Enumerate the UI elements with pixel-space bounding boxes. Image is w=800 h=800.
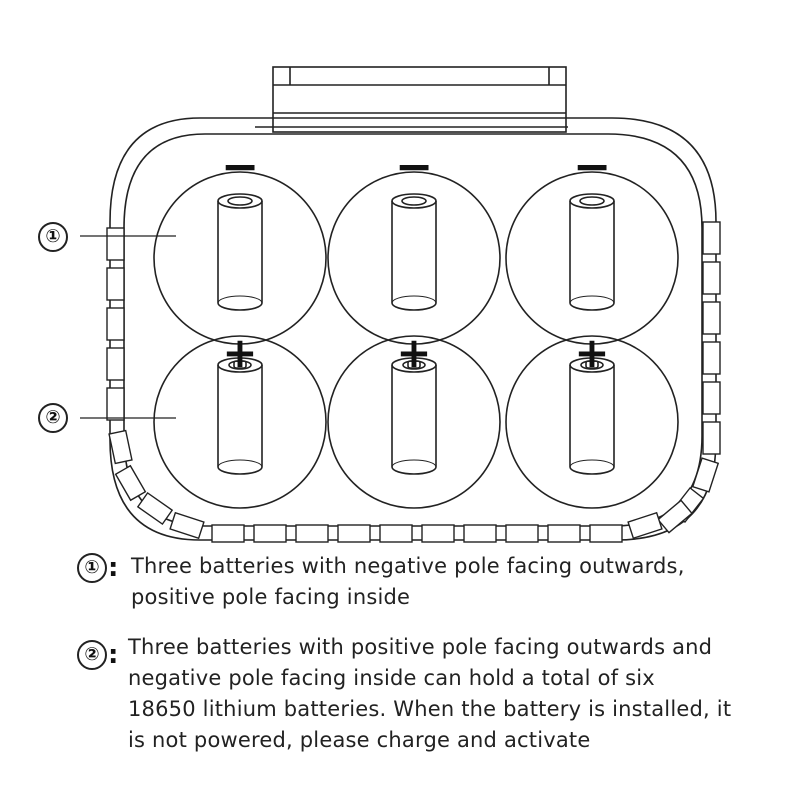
note-1-colon: : (108, 553, 119, 583)
gasket-segment (106, 267, 125, 301)
gasket-segment (379, 524, 413, 543)
case-gasket (106, 221, 721, 543)
gasket-segment (702, 381, 721, 415)
negative-sign: − (572, 139, 612, 193)
note-1-line-1: Three batteries with negative pole facin… (131, 554, 685, 578)
positive-sign: + (396, 328, 432, 377)
callout-marker-2: ② (38, 403, 68, 433)
positive-sign: + (574, 328, 610, 377)
note-2-line-4: is not powered, please charge and activa… (128, 728, 591, 752)
note-2-marker: ② (77, 640, 107, 670)
note-2-line-3: 18650 lithium batteries. When the batter… (128, 697, 732, 721)
battery-slot (327, 171, 501, 345)
gasket-segment (691, 457, 720, 493)
gasket-segment (702, 221, 721, 255)
battery-cell (569, 193, 615, 311)
note-2-line-1: Three batteries with positive pole facin… (128, 635, 713, 659)
battery-slots (153, 171, 679, 509)
slot-outline (505, 171, 679, 345)
note-1-marker: ① (77, 553, 107, 583)
gasket-segment (589, 524, 623, 543)
note-2-line-2: negative pole facing inside can hold a t… (128, 666, 655, 690)
note-2-colon: : (108, 640, 119, 670)
negative-sign: − (220, 139, 260, 193)
callout-leaders (80, 235, 176, 419)
gasket-segment (463, 524, 497, 543)
battery-cell (391, 193, 437, 311)
gasket-segment (136, 491, 174, 526)
gasket-segment (106, 227, 125, 261)
gasket-segment (505, 524, 539, 543)
negative-sign: − (394, 139, 434, 193)
battery-slot (153, 171, 327, 345)
slot-outline (505, 335, 679, 509)
battery-slot (327, 335, 501, 509)
gasket-segment (295, 524, 329, 543)
gasket-segment (702, 301, 721, 335)
battery-cell (391, 357, 437, 475)
gasket-segment (106, 307, 125, 341)
battery-slot (505, 171, 679, 345)
gasket-segment (108, 429, 133, 465)
gasket-segment (627, 511, 663, 540)
battery-slot (153, 335, 327, 509)
gasket-segment (337, 524, 371, 543)
gasket-segment (114, 464, 147, 502)
gasket-segment (702, 261, 721, 295)
slot-outline (327, 335, 501, 509)
slot-outline (153, 171, 327, 345)
gasket-segment (421, 524, 455, 543)
slot-outline (153, 335, 327, 509)
gasket-segment (253, 524, 287, 543)
battery-slot (505, 335, 679, 509)
callout-marker-1: ① (38, 222, 68, 252)
battery-cell (217, 357, 263, 475)
gasket-segment (106, 347, 125, 381)
gasket-segment (657, 499, 693, 534)
note-1-line-2: positive pole facing inside (131, 585, 411, 609)
gasket-segment (169, 511, 205, 540)
case-handle (272, 66, 567, 133)
gasket-segment (211, 524, 245, 543)
gasket-segment (106, 387, 125, 421)
battery-cell (217, 193, 263, 311)
gasket-segment (547, 524, 581, 543)
battery-case-diagram (80, 66, 721, 543)
slot-outline (327, 171, 501, 345)
gasket-segment (702, 421, 721, 455)
battery-cell (569, 357, 615, 475)
gasket-segment (702, 341, 721, 375)
positive-sign: + (222, 328, 258, 377)
